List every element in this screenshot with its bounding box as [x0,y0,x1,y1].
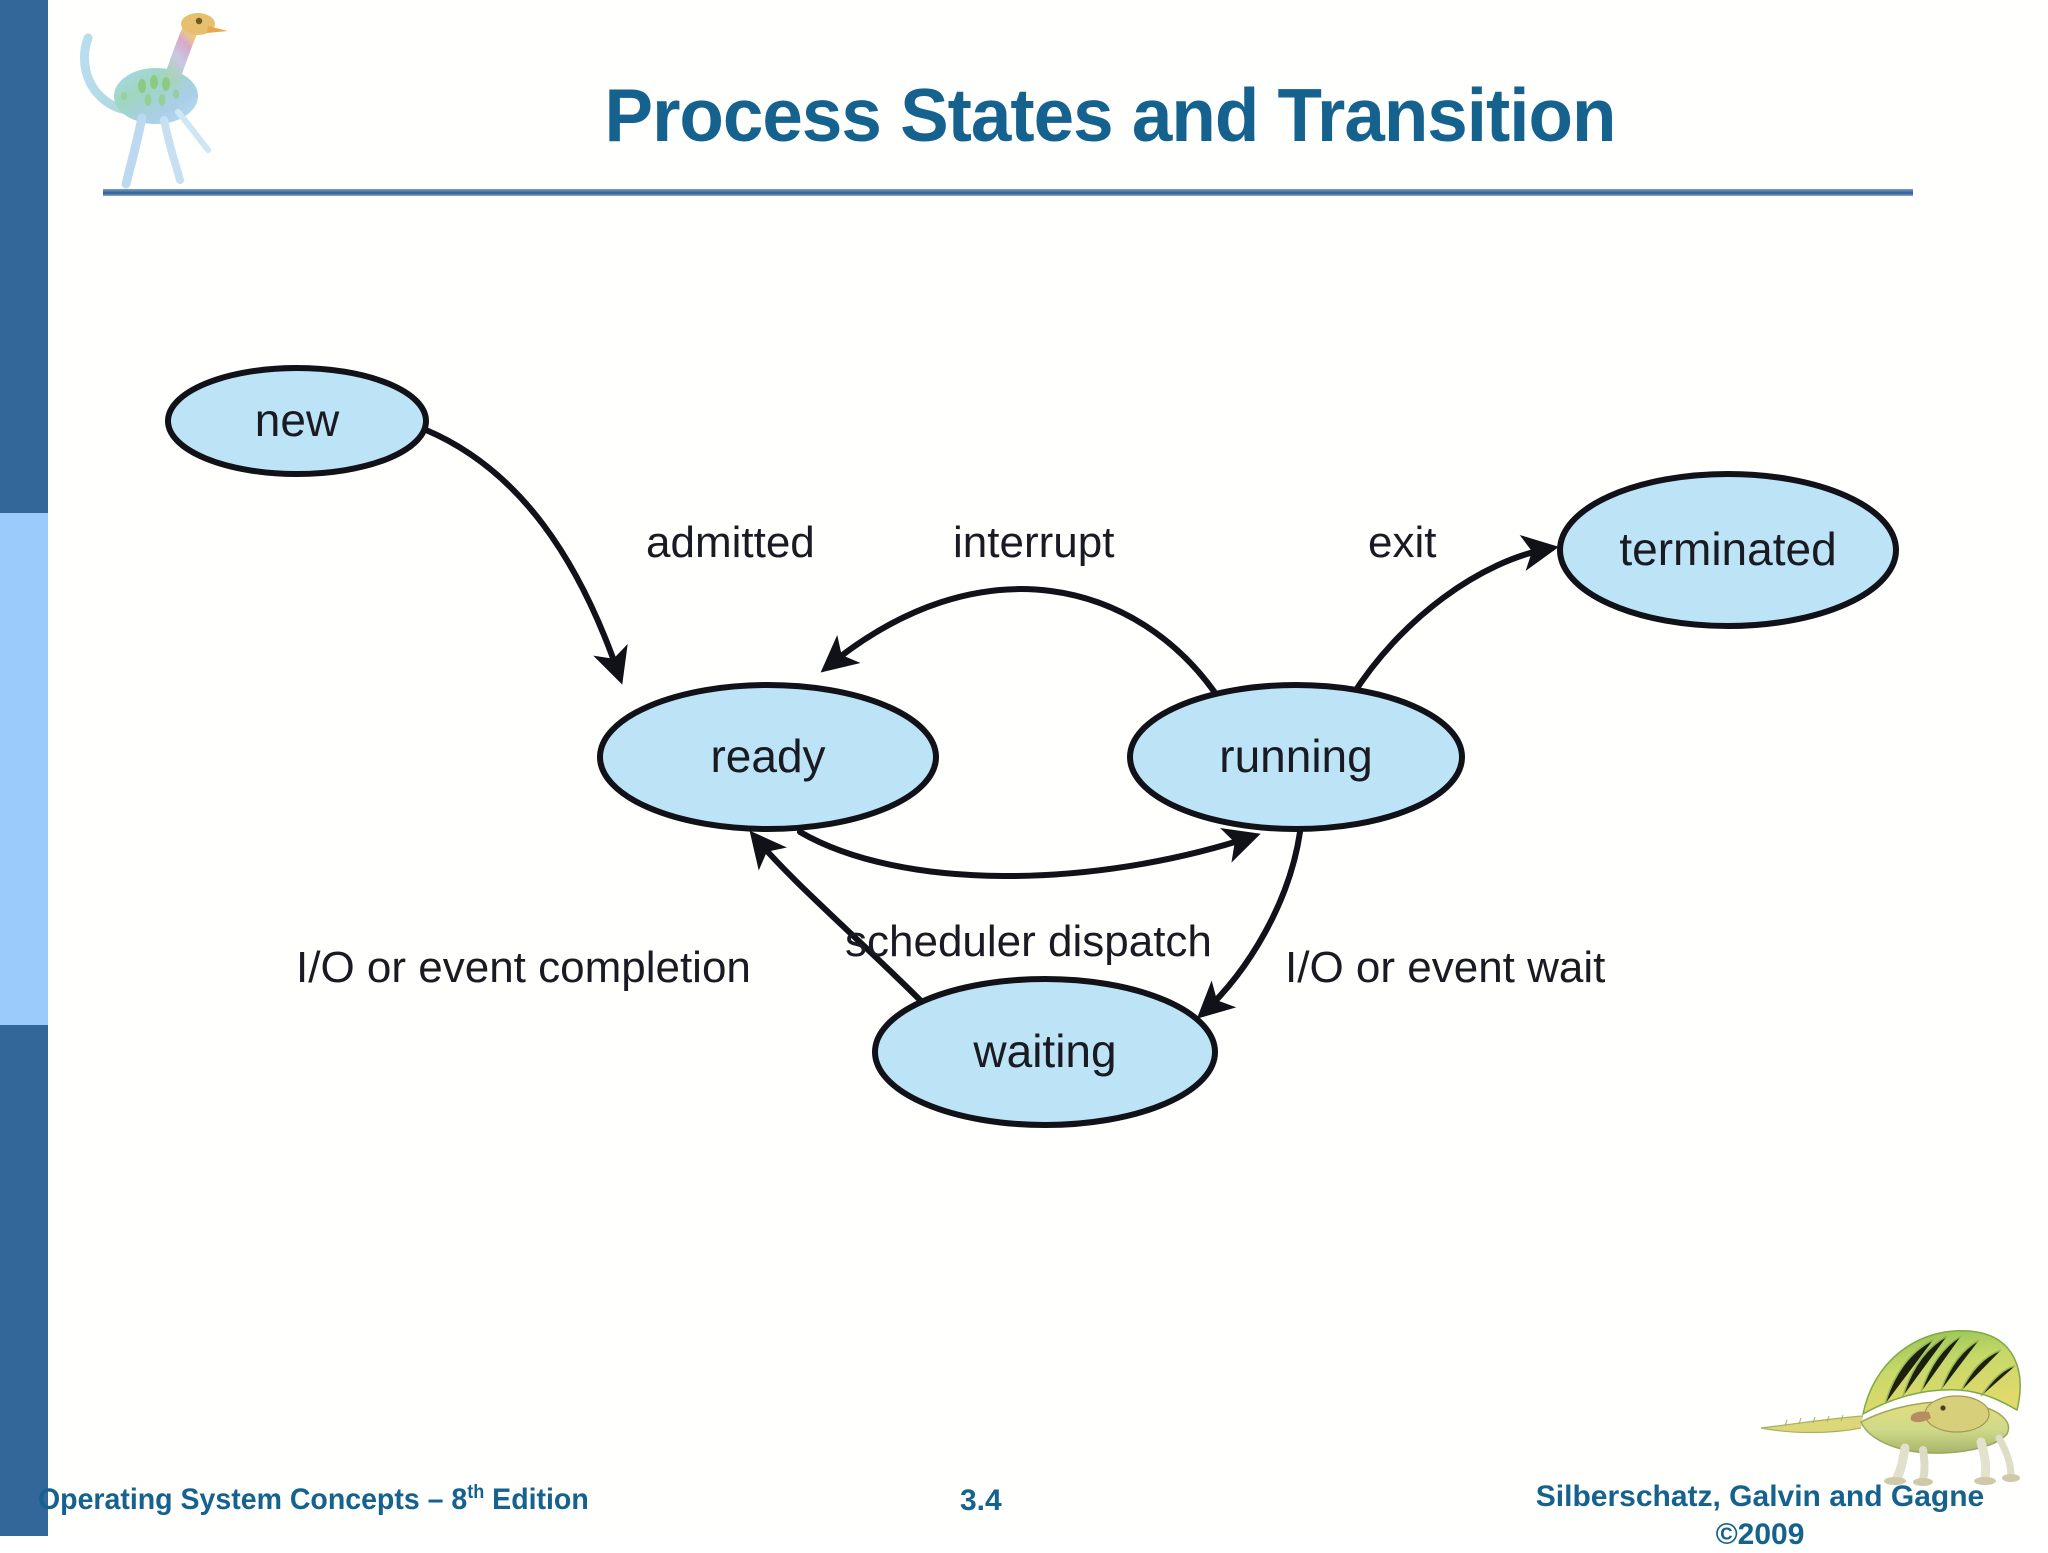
dimetrodon-illustration-icon [1745,1318,2045,1490]
title-underline-rule [103,189,1913,196]
sidebar-segment-bottom [0,1025,48,1536]
footer-authors: Silberschatz, Galvin and Gagne ©2009 [1490,1478,2030,1553]
sidebar-segment-middle [0,513,48,1025]
edge-label-io-or-event-completion: I/O or event completion [296,946,751,990]
edge-running-to-terminated [1352,548,1552,696]
edge-label-io-or-event-wait: I/O or event wait [1285,946,1605,990]
edge-running-to-ready [826,589,1220,700]
footer-edition-main: Operating System Concepts – 8 [38,1483,467,1516]
footer-edition-text: Operating System Concepts – 8th Edition [38,1482,589,1517]
edge-label-interrupt: interrupt [953,521,1114,565]
state-label-ready: ready [600,733,936,779]
dinosaur-illustration-icon [68,8,268,198]
footer-slide-number: 3.4 [960,1484,1002,1518]
state-label-terminated: terminated [1560,526,1896,572]
footer-authors-line1: Silberschatz, Galvin and Gagne [1490,1478,2030,1516]
footer-edition-tail: Edition [484,1483,588,1516]
edge-label-admitted: admitted [646,521,815,565]
state-label-waiting: waiting [875,1028,1215,1074]
page-title: Process States and Transition [324,78,1895,153]
edge-new-to-ready [426,430,620,678]
edge-label-exit: exit [1368,521,1436,565]
edge-label-scheduler-dispatch: scheduler dispatch [845,920,1212,964]
state-label-new: new [167,397,427,443]
sidebar-segment-top [0,0,48,513]
edge-ready-to-running [800,832,1254,876]
footer-authors-line2: ©2009 [1490,1516,2030,1553]
left-accent-sidebar [0,0,48,1536]
footer-edition-ordinal: th [467,1482,484,1503]
state-label-running: running [1130,733,1462,779]
